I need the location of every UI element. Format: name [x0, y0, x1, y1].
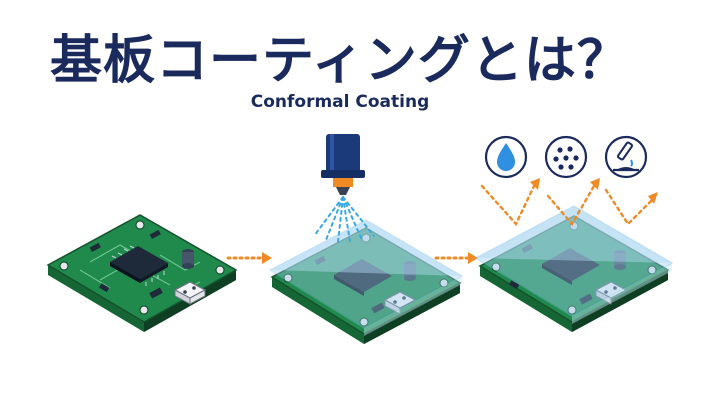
arrow-step-1: [226, 252, 272, 264]
protective-coating: [474, 205, 674, 317]
spraying-board: [268, 219, 464, 344]
page-title: 基板コーティングとは？: [50, 31, 630, 91]
connector: [173, 281, 207, 305]
spray-mist: [313, 196, 375, 243]
uncoated-board: [46, 214, 238, 332]
chemical-icon: [604, 135, 648, 179]
spray-nozzle: [321, 134, 365, 195]
microchip: [110, 246, 168, 279]
page-subtitle: Conformal Coating: [250, 92, 430, 112]
arrow-step-2: [434, 252, 478, 264]
protected-board: [474, 205, 674, 332]
coating-layer: [270, 220, 462, 336]
deflection-arrows: [480, 184, 654, 227]
water-drop-icon: [484, 135, 528, 179]
dust-icon: [544, 135, 588, 179]
